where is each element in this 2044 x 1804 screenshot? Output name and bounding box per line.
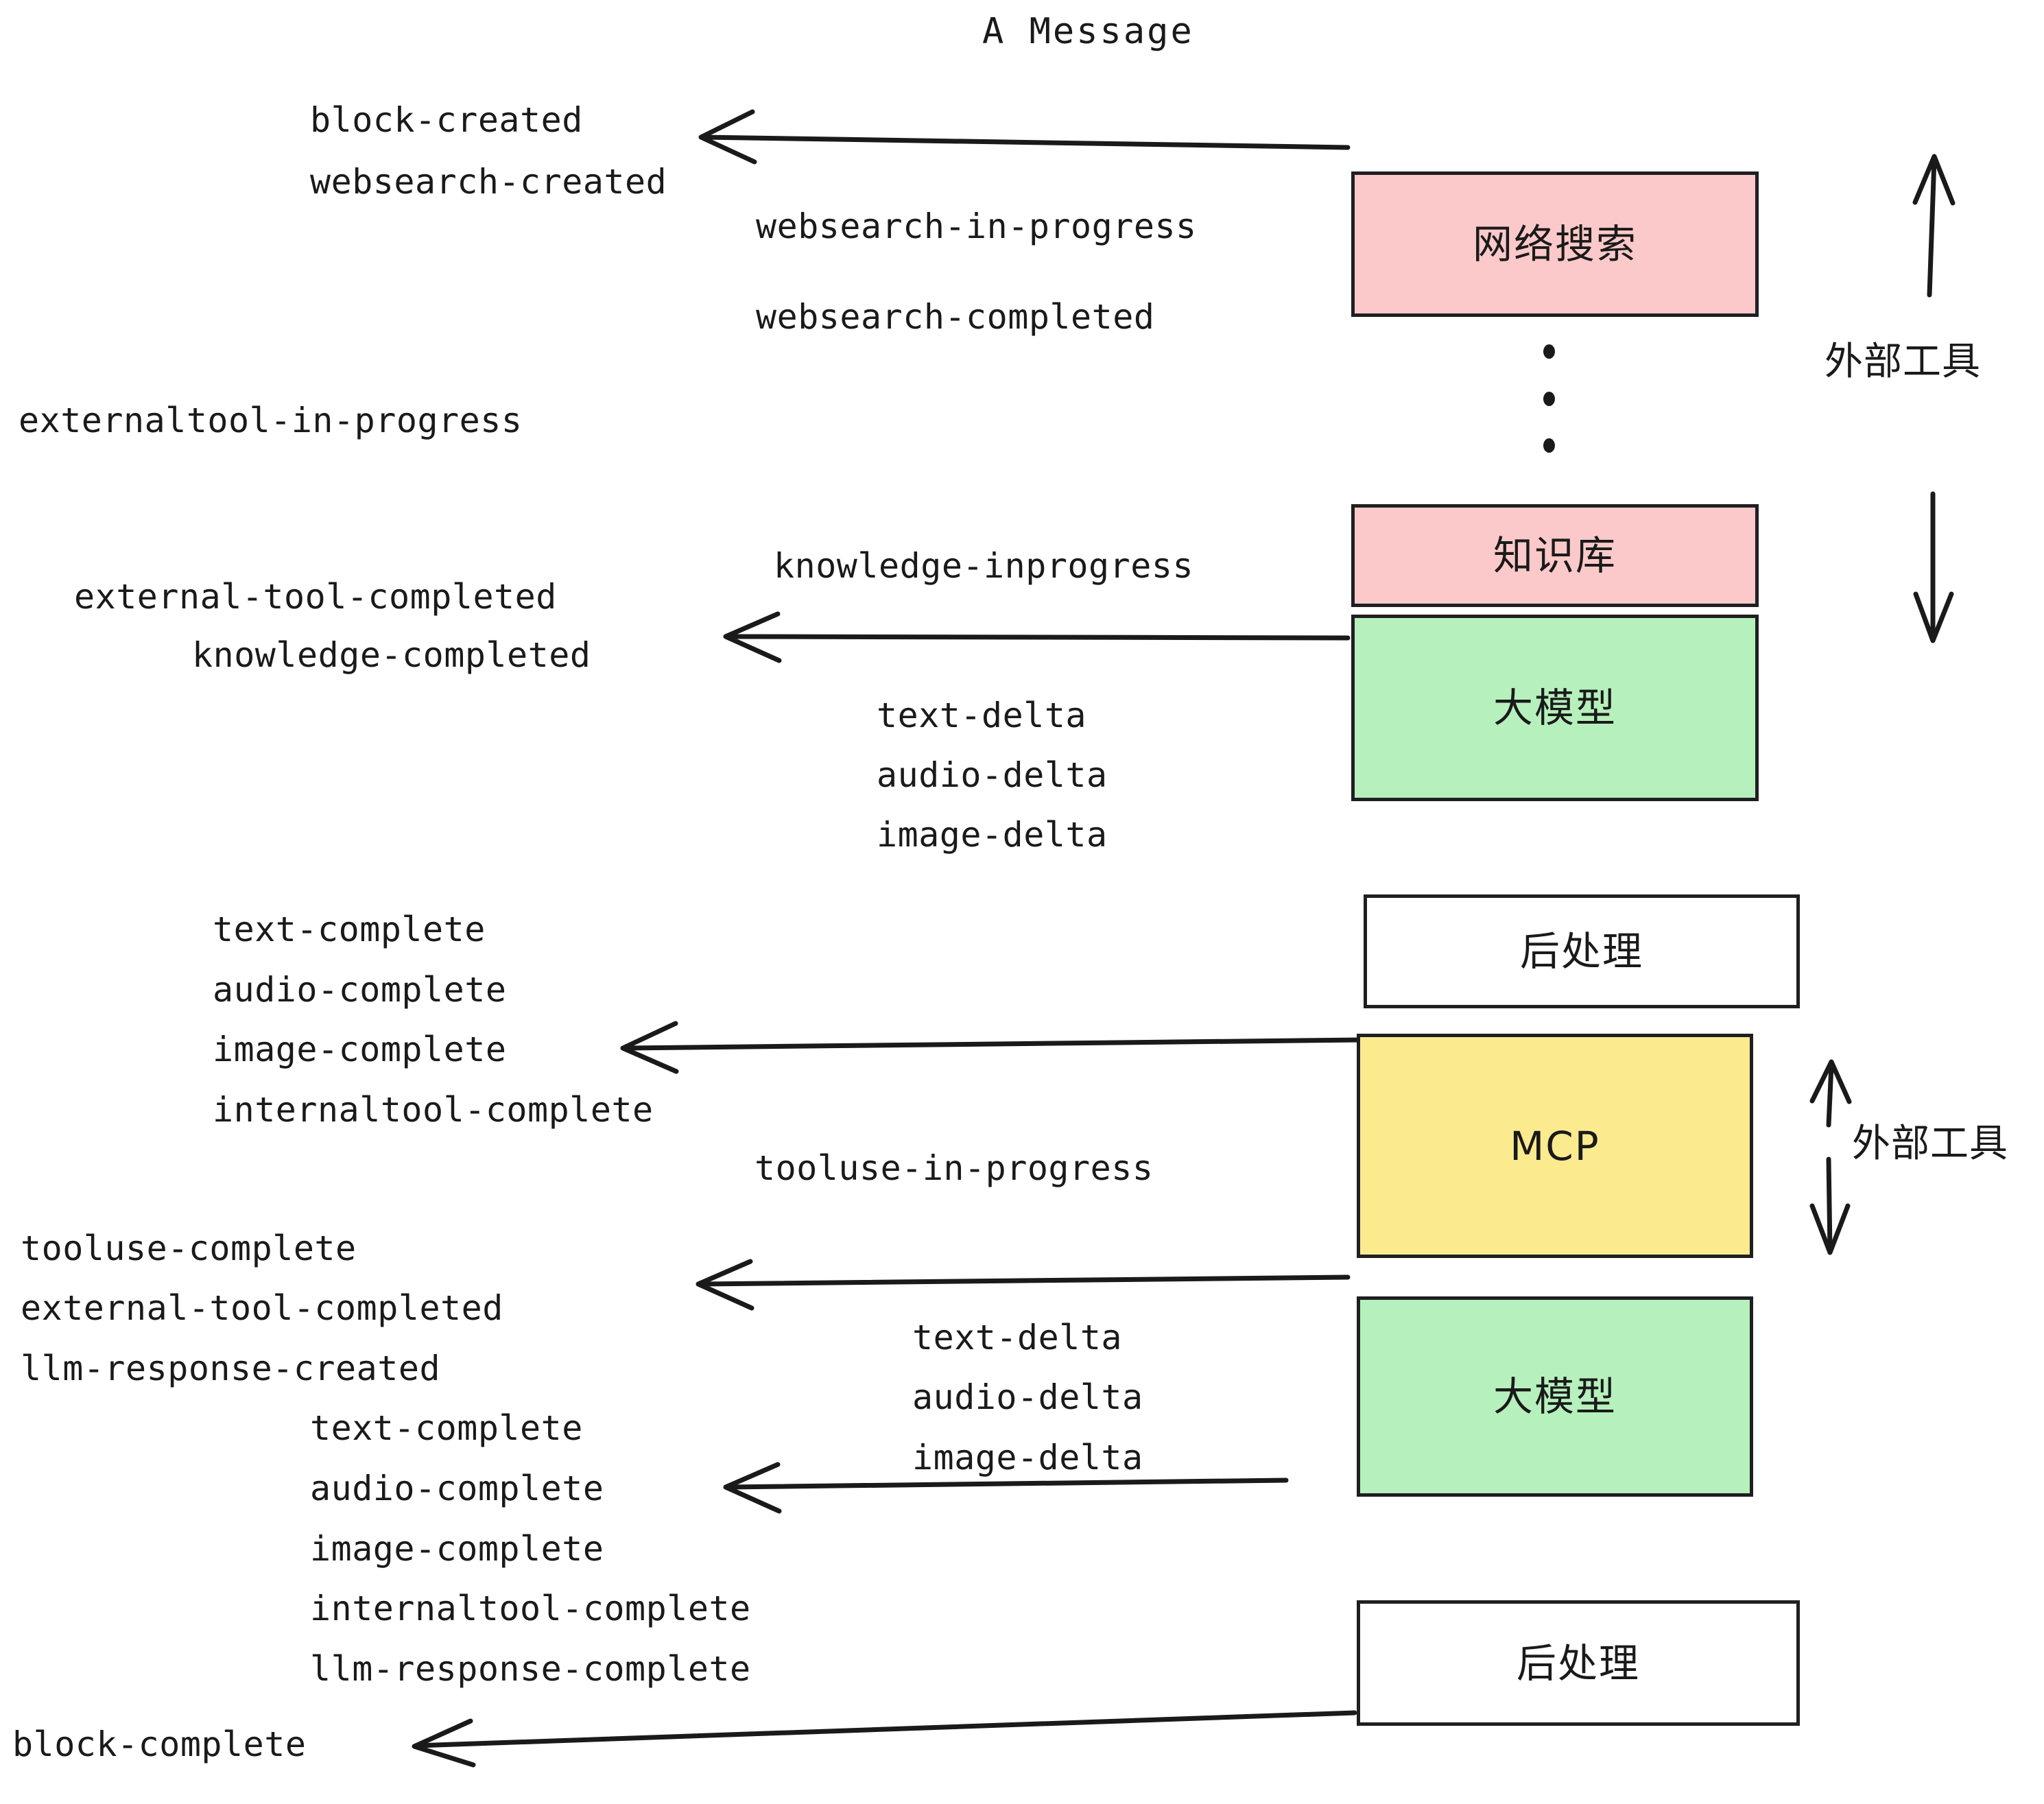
external-tools-label-bottom: 外部工具: [1852, 1121, 2008, 1166]
event-image-delta-2: image-delta: [912, 1438, 1143, 1477]
box-postprocess-1-label: 后处理: [1519, 928, 1643, 975]
event-llm-response-created: llm-response-created: [21, 1349, 441, 1388]
arrow-mcp-to-tooluse-complete: [696, 1259, 1351, 1311]
external-tools-arrow-top: [1912, 154, 1956, 643]
box-mcp[interactable]: MCP: [1357, 1034, 1753, 1258]
event-text-complete-2: text-complete: [310, 1408, 583, 1448]
box-knowledge[interactable]: 知识库: [1351, 504, 1759, 607]
external-tools-label-top: 外部工具: [1825, 340, 1981, 384]
event-websearch-created: websearch-created: [310, 162, 667, 202]
event-tooluse-in-progress: tooluse-in-progress: [754, 1148, 1154, 1188]
event-image-delta-1: image-delta: [877, 815, 1108, 855]
event-image-complete-2: image-complete: [310, 1529, 604, 1569]
event-externaltool-in-progress: externaltool-in-progress: [19, 401, 523, 440]
event-websearch-in-progress: websearch-in-progress: [756, 206, 1197, 246]
event-knowledge-inprogress: knowledge-inprogress: [774, 546, 1194, 586]
page-title: A Message: [982, 11, 1194, 52]
external-tools-arrow-bottom: [1809, 1059, 1852, 1255]
event-internaltool-complete-1: internaltool-complete: [213, 1090, 654, 1130]
arrow-websearch-to-created: [698, 109, 1351, 165]
arrow-knowledge-to-completed: [723, 611, 1351, 663]
box-postprocess-2[interactable]: 后处理: [1357, 1600, 1800, 1726]
event-audio-delta-2: audio-delta: [912, 1377, 1143, 1417]
event-text-delta-1: text-delta: [877, 696, 1087, 735]
box-llm-1-label: 大模型: [1493, 685, 1617, 731]
vertical-ellipsis-icon: [1542, 344, 1556, 453]
event-knowledge-completed: knowledge-completed: [192, 635, 591, 675]
event-text-delta-2: text-delta: [912, 1318, 1123, 1357]
event-internaltool-complete-2: internaltool-complete: [310, 1589, 751, 1628]
event-external-tool-completed-2: external-tool-completed: [21, 1288, 503, 1328]
box-llm-2[interactable]: 大模型: [1357, 1296, 1753, 1497]
event-llm-response-complete: llm-response-complete: [310, 1649, 751, 1689]
event-external-tool-completed-1: external-tool-completed: [74, 577, 557, 617]
event-block-complete: block-complete: [12, 1724, 307, 1764]
box-websearch[interactable]: 网络搜索: [1351, 171, 1759, 317]
event-audio-complete-2: audio-complete: [310, 1469, 604, 1508]
event-tooluse-complete: tooluse-complete: [21, 1229, 357, 1268]
event-image-complete-1: image-complete: [213, 1030, 507, 1069]
box-postprocess-2-label: 后处理: [1516, 1639, 1640, 1687]
box-websearch-label: 网络搜索: [1472, 221, 1637, 268]
event-websearch-completed: websearch-completed: [756, 297, 1155, 337]
arrow-postprocess-to-image-complete: [620, 1021, 1364, 1074]
box-postprocess-1[interactable]: 后处理: [1364, 894, 1800, 1008]
box-mcp-label: MCP: [1510, 1122, 1600, 1170]
event-audio-delta-1: audio-delta: [877, 755, 1108, 795]
event-audio-complete-1: audio-complete: [213, 970, 507, 1010]
box-knowledge-label: 知识库: [1493, 532, 1617, 579]
box-llm-2-label: 大模型: [1493, 1373, 1617, 1420]
event-text-complete-1: text-complete: [213, 910, 486, 949]
arrow-postprocess2-to-block-complete: [412, 1710, 1357, 1768]
event-block-created: block-created: [310, 100, 583, 140]
box-llm-1[interactable]: 大模型: [1351, 615, 1759, 801]
